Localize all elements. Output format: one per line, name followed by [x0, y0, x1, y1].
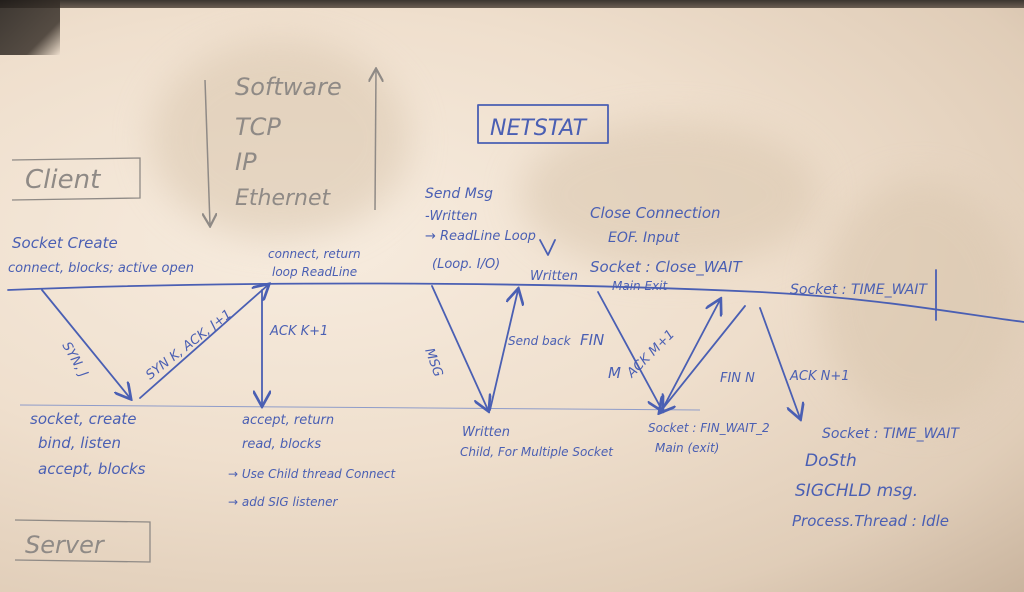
- server-socket-create: socket, create: [30, 410, 137, 428]
- fin-n-label: FIN N: [720, 371, 755, 386]
- stack-up-arrow: [375, 70, 376, 211]
- server-child-multiple: Child, For Multiple Socket: [460, 445, 614, 459]
- msg-label: MSG: [421, 346, 445, 379]
- fin-label: FIN: [580, 331, 604, 349]
- syn-arrow: [41, 289, 130, 398]
- synk-ack-arrow: [139, 285, 268, 399]
- fin-arrow: [597, 291, 662, 410]
- client-close-wait: Socket : Close_WAIT: [590, 258, 743, 277]
- ack-k-label: ACK K+1: [269, 324, 328, 339]
- server-written: Written: [462, 425, 510, 440]
- ack-m-arrow: [661, 300, 720, 411]
- server-sigchld: SIGCHLD msg.: [795, 481, 918, 501]
- client-readline-loop: → ReadLine Loop: [425, 229, 536, 244]
- stack-down-arrow: [205, 79, 210, 225]
- syn-label: SYN, J: [59, 340, 91, 381]
- server-timeline: [19, 404, 701, 411]
- ack-n1-label: ACK N+1: [789, 369, 850, 384]
- server-use-child: → Use Child thread Connect: [228, 467, 397, 481]
- server-accept-return: accept, return: [242, 413, 334, 428]
- curl-arrow: [539, 239, 556, 256]
- server-accept-blocks: accept, blocks: [38, 460, 146, 478]
- client-send-msg: Send Msg: [425, 186, 493, 202]
- stack-ethernet: Ethernet: [235, 186, 332, 211]
- send-back-label: Send back: [508, 334, 572, 348]
- eraser-smudge: [520, 120, 820, 270]
- client-box: [11, 157, 141, 201]
- server-bind-listen: bind, listen: [38, 434, 121, 452]
- send-back-arrow: [489, 290, 518, 411]
- stack-ip: IP: [235, 148, 257, 176]
- server-time-wait: Socket : TIME_WAIT: [822, 426, 960, 442]
- netstat-label: NETSTAT: [490, 116, 588, 141]
- server-main-exit: Main (exit): [655, 441, 719, 455]
- server-fin-wait2: Socket : FIN_WAIT_2: [648, 421, 770, 435]
- client-main-exit: Main Exit: [612, 279, 668, 293]
- eraser-smudge: [150, 40, 410, 240]
- server-dosth: DoSth: [805, 451, 857, 471]
- client-connect-return: connect, return: [268, 247, 361, 261]
- stack-tcp: TCP: [235, 113, 281, 141]
- client-label: Client: [25, 165, 101, 195]
- synk-ack-label: SYN K, ACK, J+1: [143, 307, 235, 383]
- stack-software: Software: [235, 73, 342, 101]
- ack-n-arrow: [759, 307, 800, 418]
- client-eof-input: EOF. Input: [608, 230, 680, 246]
- client-written2: Written: [530, 269, 578, 284]
- server-label: Server: [25, 531, 106, 559]
- fin-n-arrow: [660, 305, 746, 412]
- server-box: [14, 519, 151, 563]
- client-socket-create: Socket Create: [12, 234, 118, 252]
- server-process-idle: Process.Thread : Idle: [792, 512, 949, 530]
- server-add-sig: → add SIG listener: [228, 495, 339, 509]
- client-close-connection: Close Connection: [590, 204, 721, 222]
- dark-corner: [0, 0, 60, 55]
- netstat-box: [477, 104, 609, 144]
- msg-arrow: [431, 285, 488, 410]
- server-read-blocks: read, blocks: [242, 437, 321, 452]
- client-time-wait: Socket : TIME_WAIT: [790, 282, 928, 298]
- client-loop-readline: loop ReadLine: [272, 265, 357, 279]
- m-label: M: [608, 364, 621, 382]
- client-timeline: [7, 282, 1024, 323]
- client-written: -Written: [425, 209, 477, 224]
- whiteboard-frame: [0, 0, 1024, 8]
- client-loop-io: (Loop. I/O): [432, 257, 500, 272]
- client-connect-blocks: connect, blocks; active open: [8, 261, 194, 276]
